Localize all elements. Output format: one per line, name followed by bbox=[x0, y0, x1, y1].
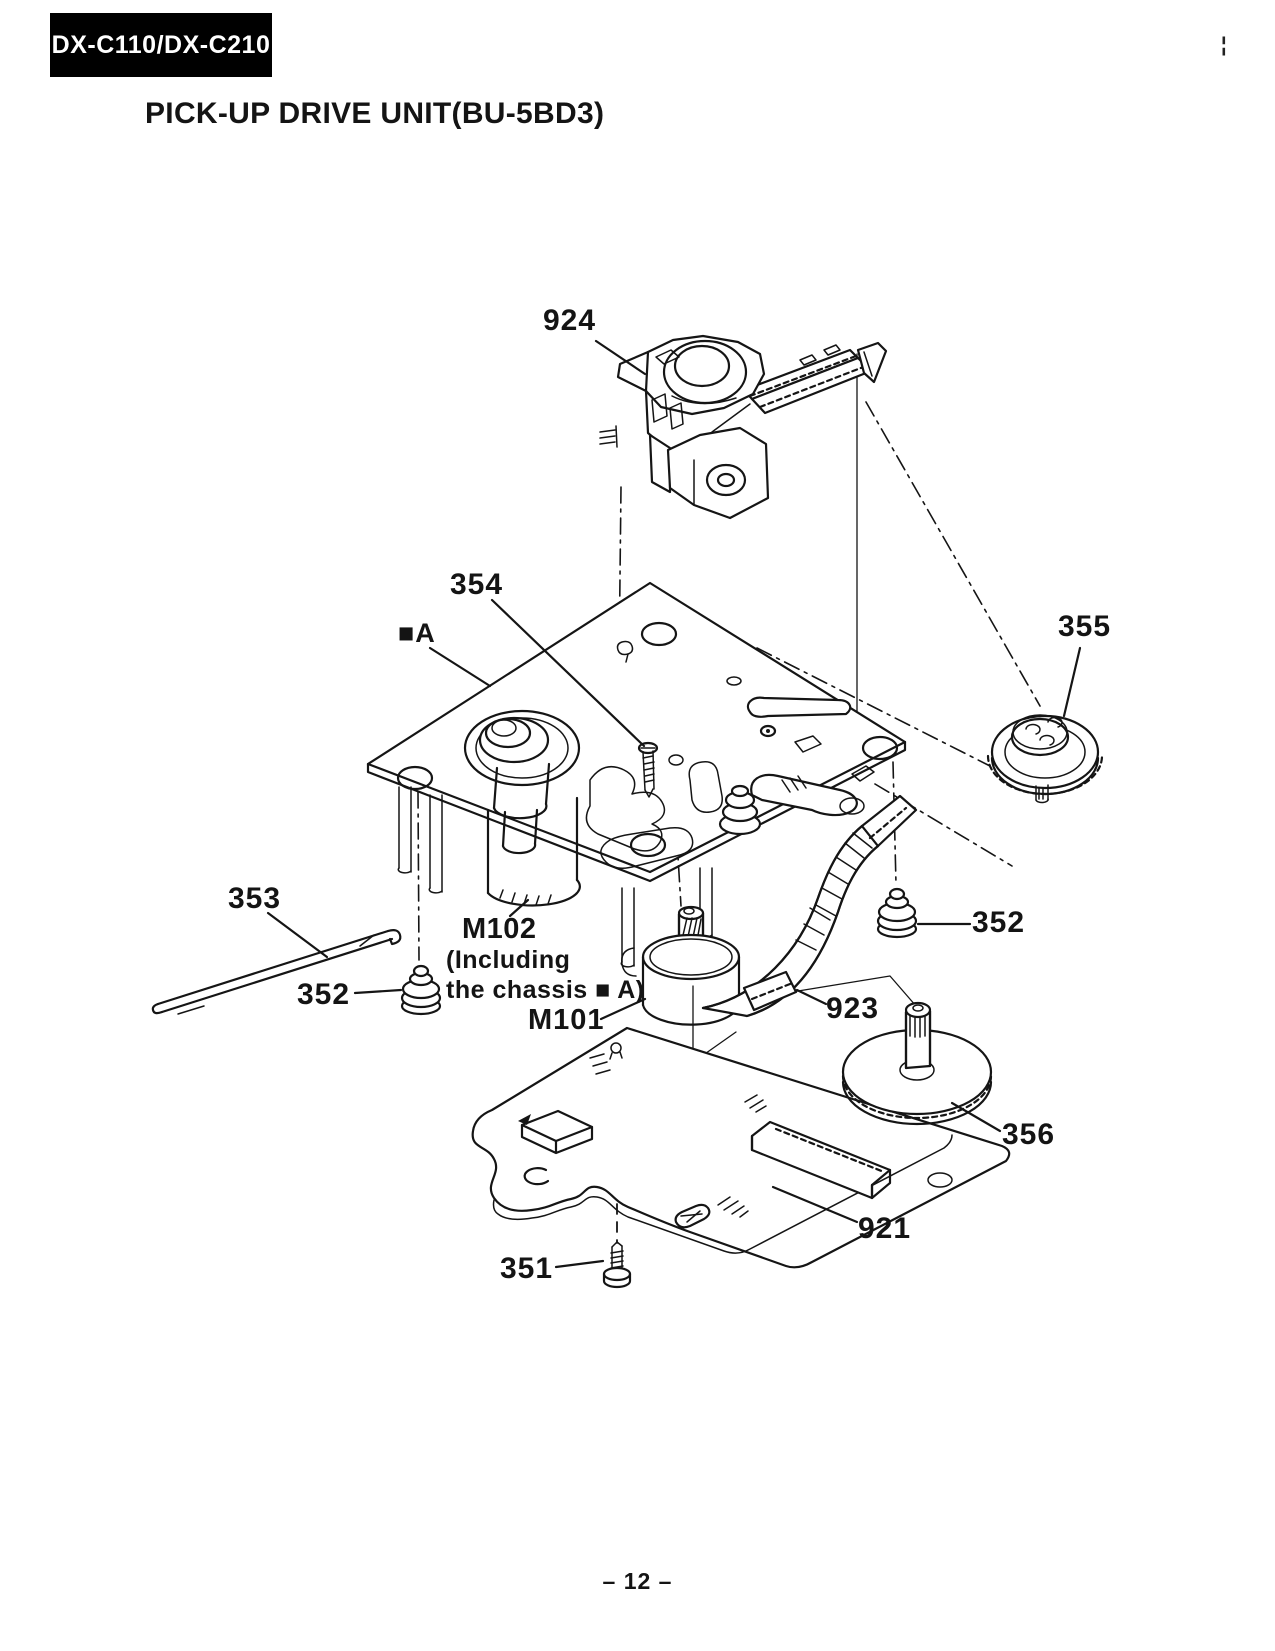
scan-artifact: ¦ bbox=[1221, 34, 1227, 56]
screw-351-drawing bbox=[602, 1241, 632, 1289]
motor-m102-drawing bbox=[397, 786, 713, 968]
part-label-m101: M101 bbox=[528, 1004, 605, 1036]
part-label-352-right: 352 bbox=[972, 906, 1026, 939]
gear-355-drawing bbox=[986, 714, 1104, 804]
part-label-354: 354 bbox=[450, 568, 504, 601]
grommet-left-352-drawing bbox=[400, 964, 442, 1016]
shaft-353-drawing bbox=[151, 929, 402, 1015]
model-badge: DX-C110/DX-C210 bbox=[50, 13, 272, 77]
gear-356-drawing bbox=[841, 1001, 993, 1126]
part-label-924: 924 bbox=[543, 304, 597, 337]
leader-lines bbox=[266, 339, 1082, 1269]
part-label-353: 353 bbox=[228, 882, 282, 915]
chassis-marker-label: ■A bbox=[398, 618, 436, 648]
board-921-drawing bbox=[471, 1026, 1011, 1269]
part-label-921: 921 bbox=[858, 1212, 912, 1245]
part-label-355: 355 bbox=[1058, 610, 1112, 643]
page-title: PICK-UP DRIVE UNIT(BU-5BD3) bbox=[145, 97, 605, 130]
part-label-923: 923 bbox=[826, 992, 880, 1025]
pickup-unit-drawing bbox=[599, 334, 888, 520]
m102-note-line2: the chassis ■ A) bbox=[446, 975, 645, 1004]
m102-note-line1: (Including bbox=[446, 946, 571, 975]
ribbon-cable-923-drawing bbox=[701, 794, 918, 1018]
chassis-plate-drawing bbox=[366, 581, 907, 883]
page-number: – 12 – bbox=[602, 1568, 673, 1594]
part-label-352-left: 352 bbox=[297, 978, 351, 1011]
m102-text: M102 bbox=[462, 913, 537, 945]
part-label-m102: M102 (Including the chassis ■ A) bbox=[446, 912, 645, 1005]
board-connector-drawing bbox=[750, 1120, 892, 1200]
part-label-356: 356 bbox=[1002, 1118, 1056, 1151]
grommet-right-352-drawing bbox=[876, 887, 918, 939]
part-label-351: 351 bbox=[500, 1252, 554, 1285]
